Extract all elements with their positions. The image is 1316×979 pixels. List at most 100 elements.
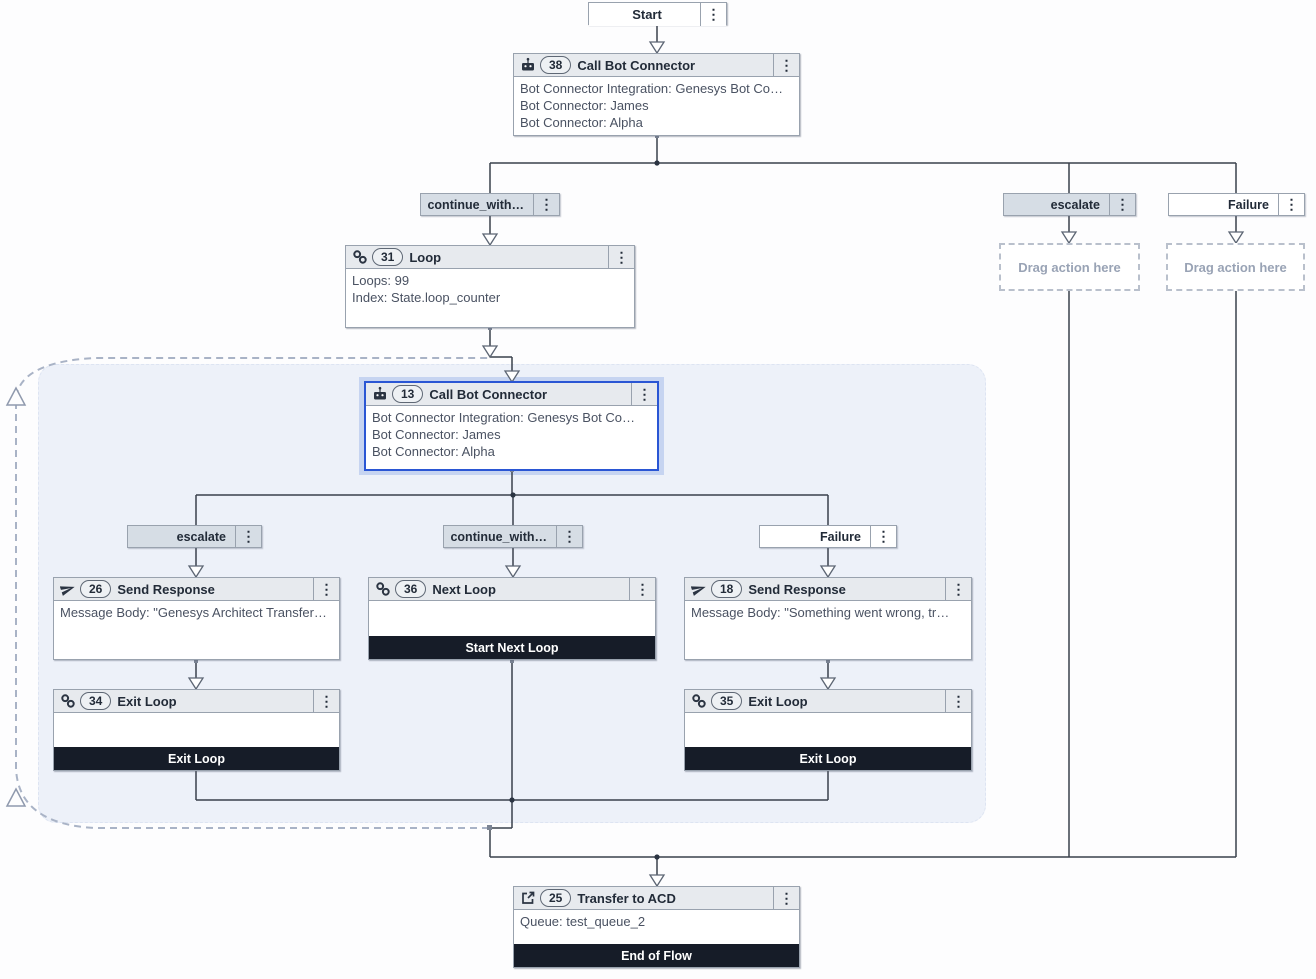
node-title: Send Response	[748, 581, 846, 597]
node-title: Next Loop	[432, 581, 496, 597]
node-body: Message Body: "Something went wrong, tr…	[685, 601, 971, 624]
kebab-menu-icon[interactable]: ⋮	[313, 690, 339, 712]
loop-icon	[351, 249, 368, 265]
node-loop-31[interactable]: 31 Loop ⋮ Loops: 99 Index: State.loop_co…	[345, 245, 635, 328]
node-body-line: Message Body: "Something went wrong, tr…	[691, 605, 950, 620]
kebab-menu-icon[interactable]: ⋮	[631, 383, 657, 405]
node-exit-loop-34[interactable]: 34 Exit Loop ⋮ Exit Loop	[53, 689, 340, 771]
kebab-menu-icon[interactable]: ⋮	[629, 578, 655, 600]
kebab-menu-icon[interactable]: ⋮	[1109, 194, 1135, 215]
node-call-bot-connector-38[interactable]: 38 Call Bot Connector ⋮ Bot Connector In…	[513, 53, 800, 136]
node-body-line: Loops: 99	[352, 273, 410, 288]
drop-zone-text: Drag action here	[1184, 259, 1287, 275]
kebab-menu-icon[interactable]: ⋮	[870, 526, 896, 547]
node-outcome-bar: Exit Loop	[54, 747, 339, 770]
node-header: 13 Call Bot Connector ⋮	[366, 383, 657, 406]
branch-label-text: escalate	[1050, 197, 1100, 212]
branch-failure-inner[interactable]: Failure ⋮	[759, 525, 897, 548]
node-header: 34 Exit Loop ⋮	[54, 690, 339, 713]
node-id-badge: 13	[392, 385, 424, 403]
node-outcome-bar: Start Next Loop	[369, 636, 655, 659]
node-title: Send Response	[117, 581, 215, 597]
node-transfer-to-acd-25[interactable]: 25 Transfer to ACD ⋮ Queue: test_queue_2…	[513, 886, 800, 968]
node-id-badge: 31	[372, 248, 404, 266]
node-send-response-18[interactable]: 18 Send Response ⋮ Message Body: "Someth…	[684, 577, 972, 660]
node-body-line: Bot Connector: Alpha	[520, 115, 643, 130]
node-body-line: Index: State.loop_counter	[352, 290, 501, 305]
node-header: 38 Call Bot Connector ⋮	[514, 54, 799, 77]
node-outcome-bar: End of Flow	[514, 944, 799, 967]
branch-failure-top[interactable]: Failure ⋮	[1168, 193, 1305, 216]
kebab-menu-icon[interactable]: ⋮	[945, 578, 971, 600]
branch-continue-with-inner[interactable]: continue_with… ⋮	[443, 525, 583, 548]
loop-icon	[59, 693, 76, 709]
branch-continue-with-top[interactable]: continue_with… ⋮	[420, 193, 560, 216]
node-id-badge: 36	[395, 580, 427, 598]
kebab-menu-icon[interactable]: ⋮	[773, 887, 799, 909]
branch-escalate-inner[interactable]: escalate ⋮	[127, 525, 262, 548]
node-send-response-26[interactable]: 26 Send Response ⋮ Message Body: "Genesy…	[53, 577, 340, 660]
node-body-line: Bot Connector Integration: Genesys Bot C…	[372, 410, 636, 425]
node-id-badge: 26	[80, 580, 112, 598]
node-call-bot-connector-13[interactable]: 13 Call Bot Connector ⋮ Bot Connector In…	[364, 381, 659, 471]
branch-label-text: continue_with…	[427, 197, 524, 212]
node-title: Exit Loop	[117, 693, 177, 709]
node-body-line: Bot Connector: James	[372, 427, 501, 442]
robot-icon	[519, 57, 536, 73]
branch-escalate-top[interactable]: escalate ⋮	[1003, 193, 1136, 216]
node-header: 18 Send Response ⋮	[685, 578, 971, 601]
node-body-line: Queue: test_queue_2	[520, 914, 646, 929]
node-title: Call Bot Connector	[577, 57, 696, 73]
loop-icon	[690, 693, 707, 709]
kebab-menu-icon[interactable]: ⋮	[313, 578, 339, 600]
transfer-icon	[519, 890, 536, 906]
node-header: 36 Next Loop ⋮	[369, 578, 655, 601]
node-body: Bot Connector Integration: Genesys Bot C…	[514, 77, 799, 134]
kebab-menu-icon[interactable]: ⋮	[773, 54, 799, 76]
branch-label-text: Failure	[820, 529, 861, 544]
node-title: Start	[632, 7, 662, 22]
node-outcome-bar: Exit Loop	[685, 747, 971, 770]
node-body: Queue: test_queue_2	[514, 910, 799, 933]
node-id-badge: 18	[711, 580, 743, 598]
node-start-header: Start ⋮	[589, 3, 726, 26]
node-next-loop-36[interactable]: 36 Next Loop ⋮ Start Next Loop	[368, 577, 656, 660]
drop-zone-escalate[interactable]: Drag action here	[999, 243, 1140, 291]
drop-zone-failure[interactable]: Drag action here	[1166, 243, 1305, 291]
loop-back-edge	[15, 357, 489, 829]
node-body: Message Body: "Genesys Architect Transfe…	[54, 601, 339, 624]
branch-label-text: Failure	[1228, 197, 1269, 212]
node-header: 26 Send Response ⋮	[54, 578, 339, 601]
node-title: Exit Loop	[748, 693, 808, 709]
node-body: Loops: 99 Index: State.loop_counter	[346, 269, 634, 309]
kebab-menu-icon[interactable]: ⋮	[533, 194, 559, 215]
node-body: Bot Connector Integration: Genesys Bot C…	[366, 406, 657, 463]
kebab-menu-icon[interactable]: ⋮	[1278, 194, 1304, 215]
node-title: Transfer to ACD	[577, 890, 676, 906]
drop-zone-text: Drag action here	[1018, 259, 1121, 275]
loop-icon	[374, 581, 391, 597]
robot-icon	[371, 386, 388, 402]
node-header: 35 Exit Loop ⋮	[685, 690, 971, 713]
node-body-line: Bot Connector: James	[520, 98, 649, 113]
node-body-line: Message Body: "Genesys Architect Transfe…	[60, 605, 327, 620]
node-start[interactable]: Start ⋮	[588, 2, 727, 26]
branch-label-text: continue_with…	[450, 529, 547, 544]
node-header: 31 Loop ⋮	[346, 246, 634, 269]
node-title: Call Bot Connector	[429, 386, 548, 402]
kebab-menu-icon[interactable]: ⋮	[608, 246, 634, 268]
kebab-menu-icon[interactable]: ⋮	[945, 690, 971, 712]
kebab-menu-icon[interactable]: ⋮	[556, 526, 582, 547]
kebab-menu-icon[interactable]: ⋮	[700, 3, 726, 26]
node-exit-loop-35[interactable]: 35 Exit Loop ⋮ Exit Loop	[684, 689, 972, 771]
node-body-line: Bot Connector: Alpha	[372, 444, 495, 459]
node-id-badge: 34	[80, 692, 112, 710]
node-title: Loop	[409, 249, 442, 265]
node-id-badge: 35	[711, 692, 743, 710]
send-icon	[690, 581, 707, 597]
kebab-menu-icon[interactable]: ⋮	[235, 526, 261, 547]
node-id-badge: 25	[540, 889, 572, 907]
node-header: 25 Transfer to ACD ⋮	[514, 887, 799, 910]
node-body-line: Bot Connector Integration: Genesys Bot C…	[520, 81, 784, 96]
